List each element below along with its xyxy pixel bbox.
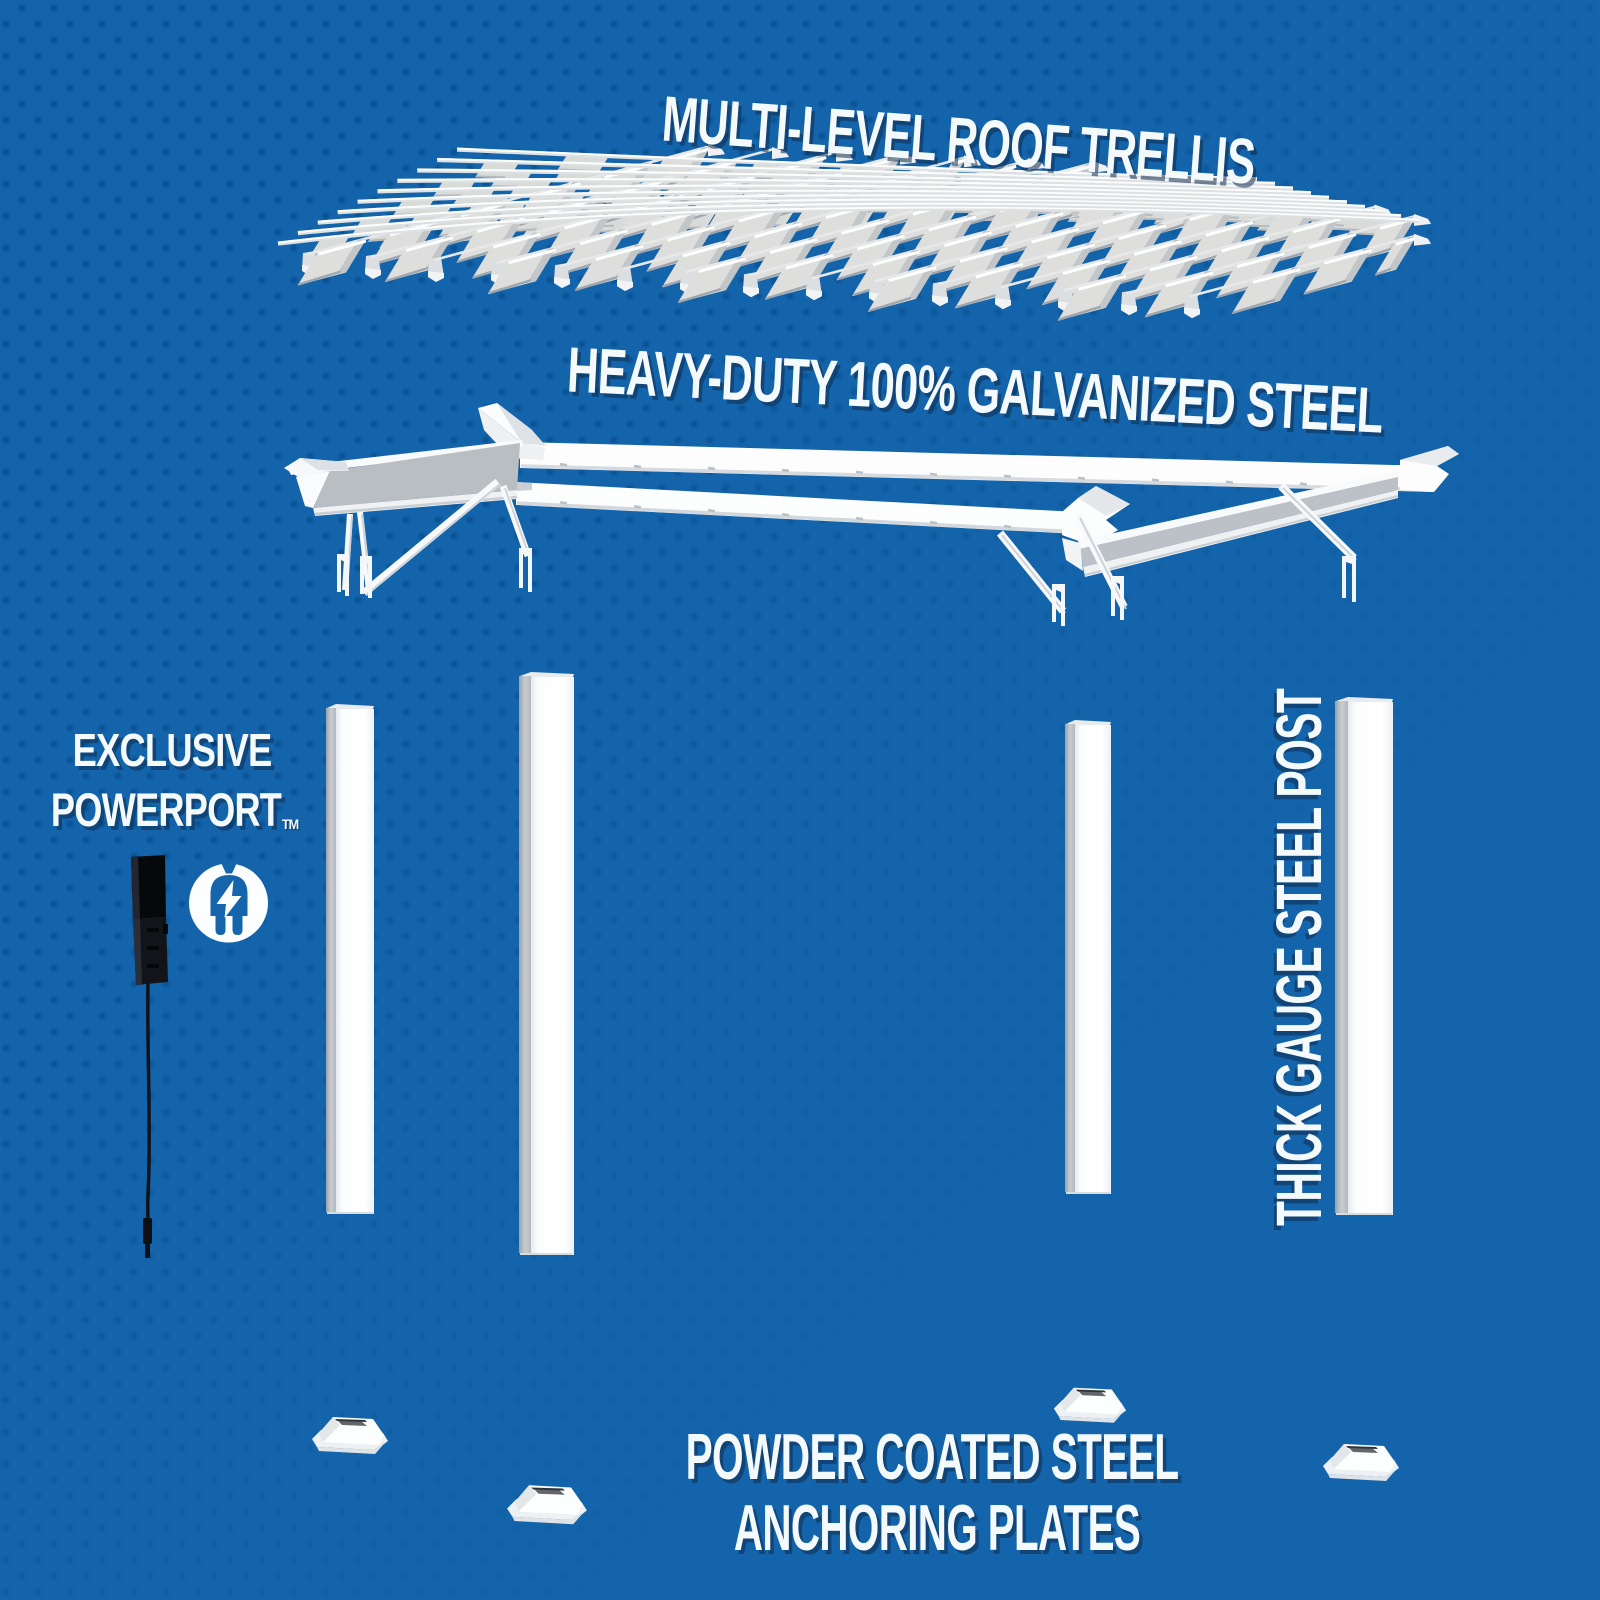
svg-text:POWERPORT: POWERPORT (54, 787, 285, 840)
svg-text:THICK GAUGE STEEL POST: THICK GAUGE STEEL POST (1264, 688, 1336, 1226)
svg-text:EXCLUSIVE: EXCLUSIVE (73, 724, 272, 776)
svg-text:EXCLUSIVE: EXCLUSIVE (76, 728, 275, 780)
svg-text:POWDER COATED STEEL: POWDER COATED STEEL (686, 1421, 1179, 1493)
svg-text:ANCHORING PLATES: ANCHORING PLATES (734, 1492, 1140, 1564)
svg-text:THICK GAUGE STEEL POST: THICK GAUGE STEEL POST (1261, 693, 1333, 1231)
svg-text:POWDER COATED STEEL: POWDER COATED STEEL (689, 1425, 1182, 1497)
svg-text:ANCHORING PLATES: ANCHORING PLATES (737, 1496, 1143, 1568)
svg-text:TM: TM (283, 818, 300, 834)
svg-text:TM: TM (282, 816, 299, 832)
svg-text:POWERPORT: POWERPORT (51, 783, 282, 836)
